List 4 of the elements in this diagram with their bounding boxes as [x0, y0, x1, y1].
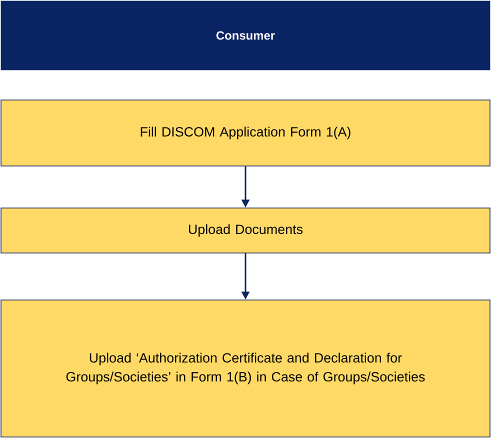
- process-box: Upload Documents: [0, 208, 490, 254]
- process-box: Fill DISCOM Application Form 1(A): [0, 100, 490, 166]
- header-bar: Consumer: [0, 0, 490, 70]
- process-box: Upload ‘Authorization Certificate and Declaration for Groups/Societies’ in Form 1(B) in Case of Groups/Societies: [0, 300, 490, 438]
